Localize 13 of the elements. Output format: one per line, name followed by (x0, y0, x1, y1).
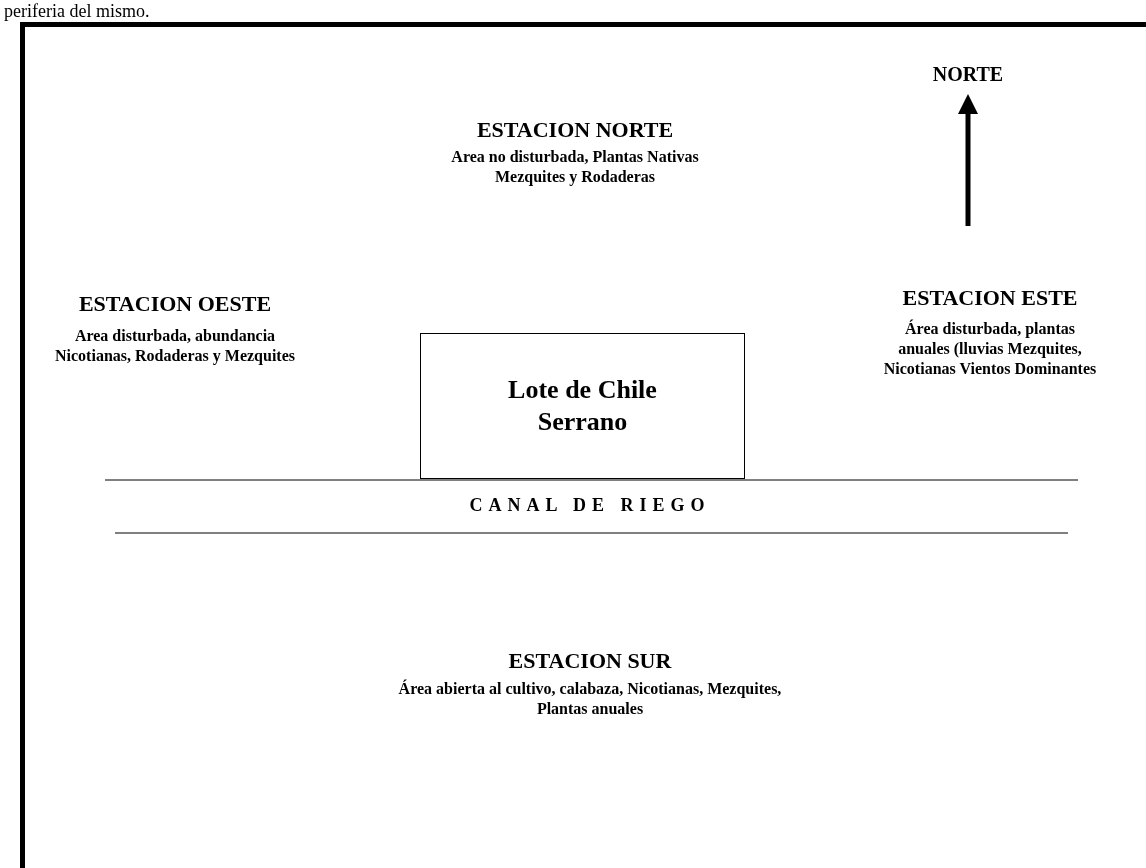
cut-off-sentence: periferia del mismo. (4, 0, 151, 23)
north-label: NORTE (931, 62, 1005, 87)
station-description: Area disturbada, abundancia Nicotianas, Rodaderas y Mezquites (54, 326, 296, 366)
station-description: Area no disturbada, Plantas Nativas Mezquites y Rodaderas (450, 147, 700, 187)
station-description: Área disturbada, plantas anuales (lluvias Mezquites, Nicotianas Vientos Dominantes (882, 319, 1098, 379)
station-description: Área abierta al cultivo, calabaza, Nicotianas, Mezquites, Plantas anuales (397, 679, 783, 719)
station-heading: ESTACION NORTE (475, 116, 675, 144)
station-heading: ESTACION ESTE (901, 284, 1079, 312)
plot-name: Lote de Chile Serrano (507, 373, 658, 438)
plot-box (420, 333, 745, 479)
canal-label: CANAL DE RIEGO (468, 494, 712, 517)
station-heading: ESTACION OESTE (77, 290, 273, 318)
station-heading: ESTACION SUR (507, 647, 673, 675)
